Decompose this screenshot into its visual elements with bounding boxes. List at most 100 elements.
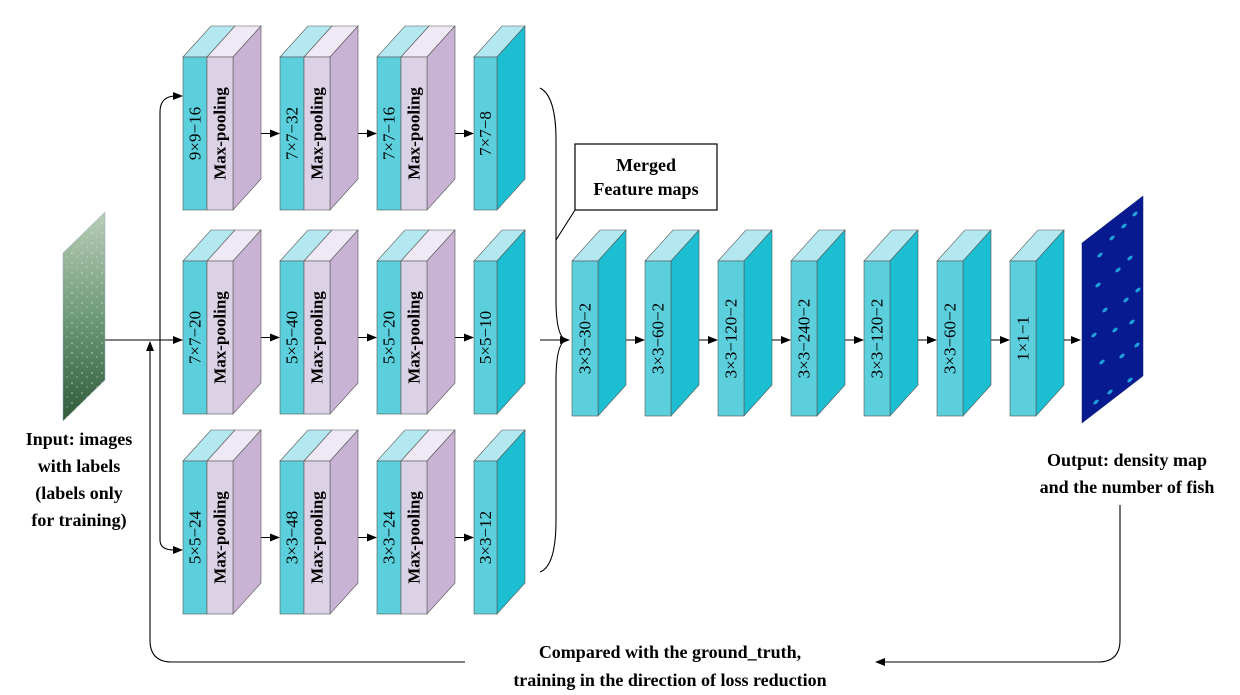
conv-side-face xyxy=(1035,229,1065,417)
pool-front-face xyxy=(303,56,331,211)
conv-side-face xyxy=(496,25,526,211)
pool-layer-label: Max-pooling xyxy=(405,291,424,384)
conv-pool-block: 7×7−16 Max-pooling xyxy=(376,25,456,211)
conv-layer-label: 7×7−20 xyxy=(186,311,205,364)
conv-layer-label: 3×3−60−2 xyxy=(941,303,960,374)
conv-front-face xyxy=(863,260,891,417)
conv-layer-label: 7×7−32 xyxy=(283,107,302,160)
conv-layer-label: 3×3−120−2 xyxy=(868,299,887,379)
density-blob xyxy=(1127,255,1133,261)
pool-side-face xyxy=(426,25,456,211)
conv-layer-label: 3×3−60−2 xyxy=(649,303,668,374)
conv-block: 3×3−120−2 xyxy=(863,229,919,417)
conv-layer-label: 3×3−240−2 xyxy=(795,299,814,379)
conv-front-face xyxy=(182,260,208,415)
conv-block: 3×3−12 xyxy=(473,429,526,615)
conv-pool-block: 7×7−32 Max-pooling xyxy=(279,25,359,211)
density-blob xyxy=(1115,267,1121,273)
pool-front-face xyxy=(206,260,234,415)
conv-layer-label: 3×3−24 xyxy=(380,510,399,564)
density-blob xyxy=(1135,287,1141,293)
merge-top-bracket xyxy=(539,87,569,341)
pool-side-face xyxy=(329,25,359,211)
density-blob xyxy=(1099,359,1105,365)
density-blob xyxy=(1134,342,1140,348)
conv-pool-block: 3×3−48 Max-pooling xyxy=(279,429,359,615)
conv-pool-block: 5×5−24 Max-pooling xyxy=(182,429,262,615)
density-blob xyxy=(1127,377,1133,383)
pool-layer-label: Max-pooling xyxy=(308,491,327,584)
pool-side-face xyxy=(329,229,359,415)
conv-front-face xyxy=(473,260,498,415)
conv-side-face xyxy=(743,229,773,417)
conv-front-face xyxy=(279,260,305,415)
pool-layer-label: Max-pooling xyxy=(211,491,230,584)
conv-front-face xyxy=(473,460,498,615)
pool-layer-label: Max-pooling xyxy=(405,491,424,584)
density-blob xyxy=(1112,327,1118,333)
density-blob xyxy=(1121,223,1127,229)
conv-layer-label: 1×1−1 xyxy=(1014,316,1033,361)
pool-front-face xyxy=(206,460,234,615)
conv-layer-label: 5×5−20 xyxy=(380,311,399,364)
conv-front-face xyxy=(717,260,745,417)
conv-block: 3×3−240−2 xyxy=(790,229,846,417)
conv-front-face xyxy=(376,260,402,415)
conv-front-face xyxy=(376,460,402,615)
conv-layer-label: 9×9−16 xyxy=(186,107,205,160)
conv-block: 5×5−10 xyxy=(473,229,526,415)
conv-layer-label: 3×3−30−2 xyxy=(576,303,595,374)
density-blob xyxy=(1109,235,1115,241)
conv-front-face xyxy=(644,260,672,417)
conv-block: 3×3−60−2 xyxy=(644,229,700,417)
pool-layer-label: Max-pooling xyxy=(405,87,424,180)
density-blob xyxy=(1095,282,1101,288)
conv-pool-block: 5×5−20 Max-pooling xyxy=(376,229,456,415)
conv-front-face xyxy=(936,260,964,417)
merge-bottom-bracket xyxy=(539,339,569,573)
branch-top-connector xyxy=(159,92,183,340)
conv-layer-label: 5×5−40 xyxy=(283,311,302,364)
conv-pool-block: 3×3−24 Max-pooling xyxy=(376,429,456,615)
input-label: Input: images with labels (labels only f… xyxy=(25,429,133,530)
output-label: Output: density map and the number of fi… xyxy=(1039,450,1215,497)
conv-layer-label: 3×3−48 xyxy=(283,511,302,564)
pool-layer-label: Max-pooling xyxy=(308,87,327,180)
pool-side-face xyxy=(329,429,359,615)
density-blob xyxy=(1132,211,1138,217)
merged-callout-line-1: Merged xyxy=(616,155,676,175)
conv-block: 3×3−60−2 xyxy=(936,229,992,417)
pool-front-face xyxy=(400,56,428,211)
conv-layer-label: 5×5−24 xyxy=(186,510,205,564)
pool-side-face xyxy=(426,229,456,415)
conv-side-face xyxy=(889,229,919,417)
conv-front-face xyxy=(279,460,305,615)
conv-block: 3×3−120−2 xyxy=(717,229,773,417)
conv-front-face xyxy=(790,260,818,417)
conv-layer-label: 3×3−120−2 xyxy=(722,299,741,379)
density-blob xyxy=(1123,297,1129,303)
density-blob xyxy=(1093,399,1099,405)
conv-layer-label: 7×7−16 xyxy=(380,107,399,160)
merged-callout-line-2: Feature maps xyxy=(593,179,698,199)
conv-pool-block: 5×5−40 Max-pooling xyxy=(279,229,359,415)
pool-front-face xyxy=(400,460,428,615)
conv-block: 1×1−1 xyxy=(1009,229,1065,417)
pool-front-face xyxy=(303,260,331,415)
pool-layer-label: Max-pooling xyxy=(308,291,327,384)
conv-layer-label: 3×3−12 xyxy=(476,511,495,564)
pool-side-face xyxy=(426,429,456,615)
branch-bottom-connector xyxy=(159,340,183,554)
density-blob xyxy=(1102,307,1108,313)
feedback-label: Compared with the ground_truth, training… xyxy=(513,642,827,690)
pool-side-face xyxy=(232,429,262,615)
pool-front-face xyxy=(303,460,331,615)
conv-layer-label: 5×5−10 xyxy=(476,311,495,364)
density-blob xyxy=(1119,353,1125,359)
conv-front-face xyxy=(279,56,305,211)
density-blob xyxy=(1091,332,1097,338)
conv-side-face xyxy=(816,229,846,417)
conv-front-face xyxy=(571,260,599,417)
conv-side-face xyxy=(496,429,526,615)
